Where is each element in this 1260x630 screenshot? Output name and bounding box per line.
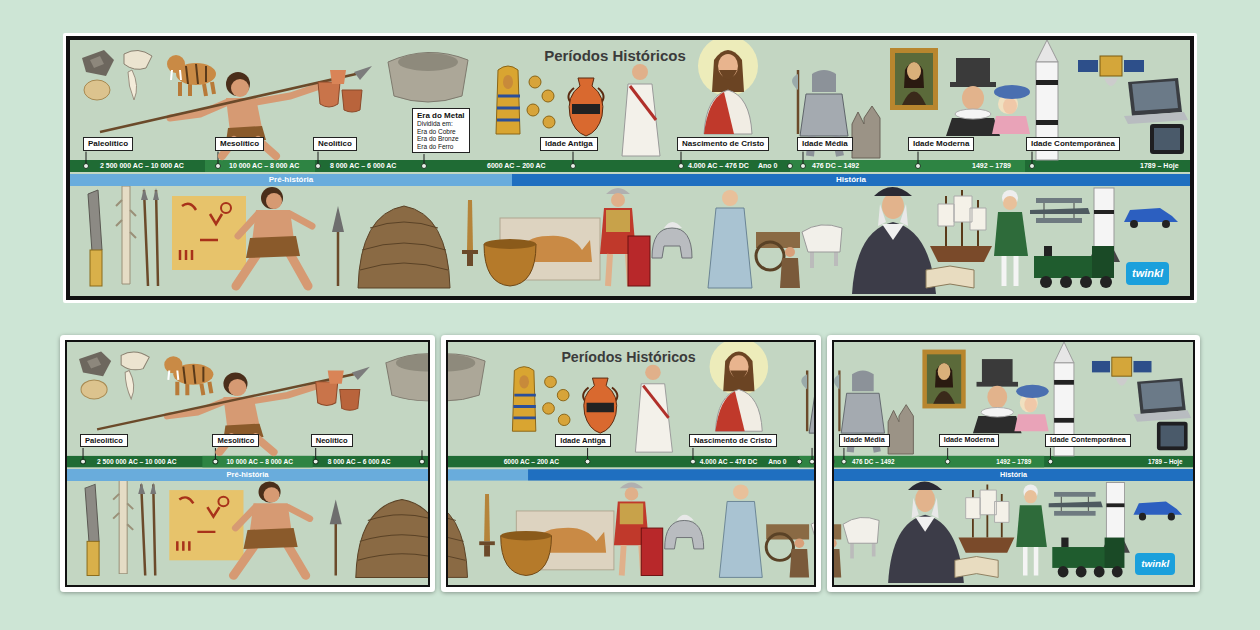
date-range: 8 000 AC – 6 000 AC xyxy=(330,162,396,170)
panel-views xyxy=(67,36,1193,585)
label-text: Paleolítico xyxy=(88,139,128,149)
timeline-illustration xyxy=(834,342,1193,585)
date-range: Ano 0 xyxy=(768,458,786,466)
frame-border xyxy=(66,36,1194,300)
period-label: Neolítico xyxy=(311,434,353,447)
label-text: Mesolítico xyxy=(217,436,254,445)
label-text: twinkl xyxy=(1132,267,1163,280)
period-label: Idade Contemporânea xyxy=(1026,137,1120,151)
label-text: Nascimento de Cristo xyxy=(682,139,764,149)
label-text: Idade Média xyxy=(844,436,885,445)
period-label: Idade Antiga xyxy=(555,434,610,447)
label-text: Idade Moderna xyxy=(913,139,969,149)
era-band: História xyxy=(512,174,1190,186)
date-range: 476 DC – 1492 xyxy=(852,458,894,466)
label-text: Pré-história xyxy=(70,174,512,186)
period-label: Idade Média xyxy=(839,434,890,447)
label-text: História xyxy=(834,469,1193,480)
period-label: Era do MetalDividida em:Era do CobreEra … xyxy=(412,108,470,153)
date-range: 10 000 AC – 8 000 AC xyxy=(229,162,299,170)
period-label: Idade Moderna xyxy=(908,137,974,151)
era-band: Pré-história xyxy=(67,469,428,480)
brand-logo: twinkl xyxy=(1126,262,1169,285)
date-range: 10 000 AC – 8 000 AC xyxy=(226,458,293,466)
label-subtext: Dividida em: xyxy=(417,120,465,127)
date-range: 1492 – 1789 xyxy=(972,162,1011,170)
label-text: Pré-história xyxy=(67,469,428,480)
label-text: História xyxy=(512,174,1190,186)
label-text: Neolítico xyxy=(316,436,348,445)
brand-logo: twinkl xyxy=(1135,553,1175,575)
period-label: Nascimento de Cristo xyxy=(677,137,769,151)
panel-view xyxy=(448,342,814,585)
label-text: Nascimento de Cristo xyxy=(694,436,772,445)
period-label: Idade Contemporânea xyxy=(1045,434,1131,447)
date-range: Ano 0 xyxy=(758,162,777,170)
era-band: História xyxy=(834,469,1193,480)
date-range: 4.000 AC – 476 DC xyxy=(688,162,749,170)
period-label: Idade Média xyxy=(797,137,853,151)
label-text: Idade Antiga xyxy=(560,436,605,445)
banner-title: Períodos Históricos xyxy=(544,47,686,65)
period-label: Idade Moderna xyxy=(939,434,1000,447)
label-text: Idade Média xyxy=(802,139,848,149)
date-range: 2 500 000 AC – 10 000 AC xyxy=(100,162,184,170)
frame-outer xyxy=(63,33,1197,303)
label-text: Idade Antiga xyxy=(545,139,593,149)
label-subtext: Era do Bronze xyxy=(417,135,465,142)
period-label: Neolítico xyxy=(313,137,357,151)
date-range: 8 000 AC – 6 000 AC xyxy=(328,458,391,466)
panel-frame xyxy=(63,33,1197,303)
banner-title: Períodos Históricos xyxy=(561,349,695,366)
era-band: Pré-história xyxy=(70,174,512,186)
label-text: Era do Metal xyxy=(417,111,465,120)
label-text: Idade Moderna xyxy=(944,436,995,445)
date-range: 1789 – Hoje xyxy=(1140,162,1179,170)
period-label: Paleolítico xyxy=(80,434,128,447)
label-text: twinkl xyxy=(1141,558,1169,570)
date-range: 476 DC – 1492 xyxy=(812,162,859,170)
period-label: Mesolítico xyxy=(215,137,264,151)
label-text: Paleolítico xyxy=(85,436,123,445)
panel-view xyxy=(67,342,428,585)
date-range: 1492 – 1789 xyxy=(996,458,1031,466)
label-text: Idade Contemporânea xyxy=(1050,436,1126,445)
label-text: Mesolítico xyxy=(220,139,259,149)
label-subtext: Era do Ferro xyxy=(417,143,465,150)
period-label: Nascimento de Cristo xyxy=(689,434,777,447)
panel-view xyxy=(834,342,1193,585)
label-text: Idade Contemporânea xyxy=(1031,139,1115,149)
period-label: Mesolítico xyxy=(212,434,259,447)
date-range: 6000 AC – 200 AC xyxy=(504,458,559,466)
label-text: Neolítico xyxy=(318,139,352,149)
label-subtext: Era do Cobre xyxy=(417,128,465,135)
date-range: 4.000 AC – 476 DC xyxy=(700,458,758,466)
date-range: 2 500 000 AC – 10 000 AC xyxy=(97,458,176,466)
period-label: Idade Antiga xyxy=(540,137,598,151)
panel-view xyxy=(70,40,1190,296)
timeline-illustration xyxy=(448,342,814,585)
timeline-illustration xyxy=(70,40,1190,296)
panel-frames xyxy=(60,33,1200,592)
date-range: 6000 AC – 200 AC xyxy=(487,162,546,170)
date-range: 1789 – Hoje xyxy=(1148,458,1183,466)
timeline-illustration xyxy=(67,342,428,585)
period-label: Paleolítico xyxy=(83,137,133,151)
